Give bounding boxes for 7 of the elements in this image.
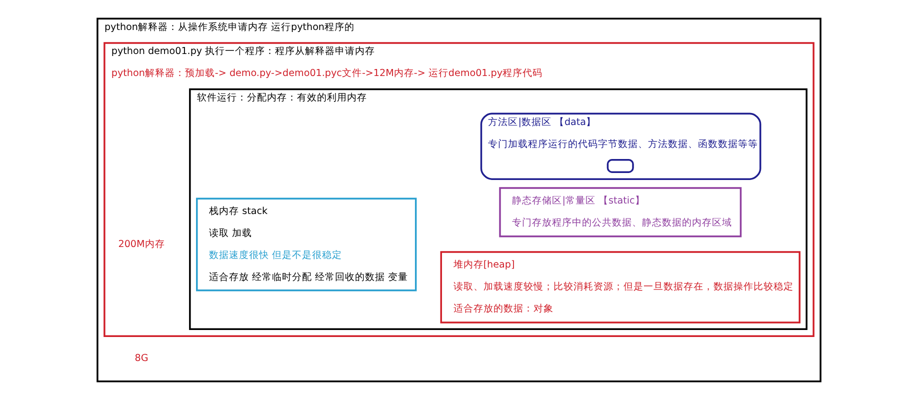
node-box: 栈内存 stack 读取 加载 数据速度很快 但是不是很稳定 适合存放 经常临时分配 经常回收的数据 变量: [196, 198, 416, 292]
cluster: 方法区|数据区 【data】 专门加载程序运行的代码字节数据、方法数据、函数数据等等: [480, 112, 761, 180]
node-box: 堆内存[heap] 读取、加载速度较慢；比较消耗资源；但是一旦数据存在，数据操作比较稳定 适合存放的数据：对象: [440, 251, 800, 324]
node-label: 200M内存: [118, 238, 164, 250]
node-label: 8G: [134, 353, 148, 364]
node-box: [606, 159, 634, 173]
node-box: 静态存储区|常量区 【static】 专门存放程序中的公共数据、静态数据的内存区域: [498, 187, 742, 238]
